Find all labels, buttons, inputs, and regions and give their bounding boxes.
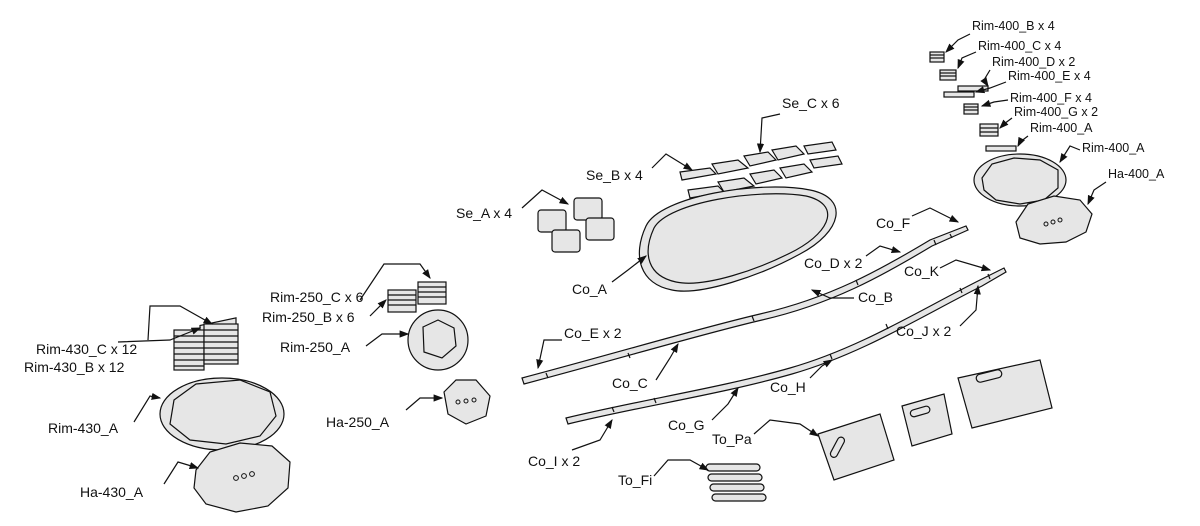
label-se-a: Se_A x 4 [456,205,512,221]
rim-250-strips [387,281,447,313]
label-rim-400-a-ring: Rim-400_A [1082,141,1145,155]
label-rim-400-g: Rim-400_G x 2 [1014,105,1098,119]
label-co-b: Co_B [858,289,893,305]
label-rim-430-b: Rim-430_B x 12 [24,359,125,375]
label-rim-430-c: Rim-430_C x 12 [36,341,137,357]
rim-400-e-strips [943,91,975,98]
rim-430-b-strips [173,323,239,371]
rim-400-g-strips [979,123,999,137]
label-co-k: Co_K [904,263,940,279]
co-a-ring [638,186,837,292]
label-co-j: Co_J x 2 [896,323,951,339]
label-rim-400-a: Rim-400_A [1030,121,1093,135]
label-rim-430-a: Rim-430_A [48,420,119,436]
to-pa-plates [817,359,1053,481]
label-co-e: Co_E x 2 [564,325,622,341]
se-a-pieces [537,197,615,253]
label-rim-400-e: Rim-400_E x 4 [1008,69,1091,83]
se-c-pieces [743,141,843,185]
label-co-f: Co_F [876,215,910,231]
to-fi-strips [705,463,767,502]
label-rim-400-c: Rim-400_C x 4 [978,39,1061,53]
label-co-g: Co_G [668,417,705,433]
label-rim-250-b: Rim-250_B x 6 [262,309,355,325]
label-rim-250-a: Rim-250_A [280,339,351,355]
label-ha-400-a: Ha-400_A [1108,167,1165,181]
label-co-d: Co_D x 2 [804,255,863,271]
label-co-c: Co_C [612,375,648,391]
label-to-pa: To_Pa [712,431,752,447]
rim-250-a-ring [407,309,469,371]
rim-400-b-strips [929,51,945,63]
label-rim-400-f: Rim-400_F x 4 [1010,91,1092,105]
label-rim-400-d: Rim-400_D x 2 [992,55,1075,69]
label-rim-400-b: Rim-400_B x 4 [972,19,1055,33]
ha-250-a-plate [443,379,491,425]
label-ha-430-a: Ha-430_A [80,484,144,500]
label-co-h: Co_H [770,379,806,395]
ha-400-a-plate [1015,195,1093,245]
label-ha-250-a: Ha-250_A [326,414,390,430]
rim-430-a-ring [159,377,285,451]
co-lower-strip [565,267,1007,425]
label-se-c: Se_C x 6 [782,95,840,111]
rim-400-a-ring [973,153,1067,207]
label-co-a: Co_A [572,281,608,297]
label-to-fi: To_Fi [618,472,652,488]
label-se-b: Se_B x 4 [586,167,643,183]
co-upper-strip [521,225,969,385]
ha-430-a-plate [193,442,291,513]
rim-400-c-strips [939,69,957,81]
rim-400-f-strips [963,103,979,115]
rim-400-small-strip [985,145,1017,152]
label-co-i: Co_I x 2 [528,453,580,469]
se-b-pieces [679,159,756,199]
label-rim-250-c: Rim-250_C x 6 [270,289,364,305]
